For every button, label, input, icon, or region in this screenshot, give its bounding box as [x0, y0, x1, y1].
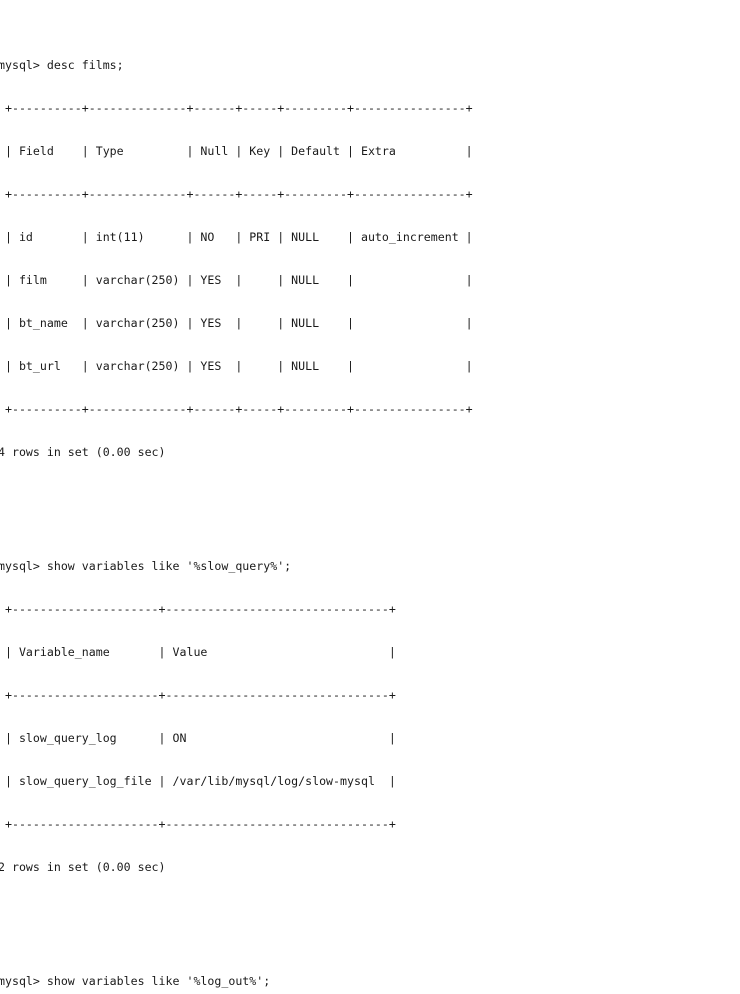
table-row: | bt_url | varchar(250) | YES | | NULL |… [0, 358, 473, 373]
command-prompt-line: mysql> desc films; [0, 58, 124, 73]
blank-line [0, 903, 740, 917]
table-border-bottom: +---------------------+-----------------… [0, 816, 396, 831]
command-prompt-line: mysql> show variables like '%log_out%'; [0, 974, 271, 989]
table-row: | slow_query_log_file | /var/lib/mysql/l… [0, 773, 396, 788]
result-status-line: 2 rows in set (0.00 sec) [0, 859, 166, 874]
table-row: | bt_name | varchar(250) | YES | | NULL … [0, 315, 473, 330]
table-row: | slow_query_log | ON | [0, 730, 396, 745]
result-status-line: 4 rows in set (0.00 sec) [0, 444, 166, 459]
table-border-header: +----------+--------------+------+-----+… [0, 187, 473, 202]
table-header-row: | Field | Type | Null | Key | Default | … [0, 144, 473, 159]
command-prompt-line: mysql> show variables like '%slow_query%… [0, 559, 292, 574]
table-border-header: +---------------------+-----------------… [0, 688, 396, 702]
table-border-bottom: +----------+--------------+------+-----+… [0, 401, 473, 416]
table-border-top: +----------+--------------+------+-----+… [0, 101, 473, 116]
table-row: | id | int(11) | NO | PRI | NULL | auto_… [0, 230, 473, 244]
table-header-row: | Variable_name | Value | [0, 645, 396, 660]
blank-line [0, 488, 740, 502]
table-border-top: +---------------------+-----------------… [0, 602, 396, 617]
table-row: | film | varchar(250) | YES | | NULL | | [0, 272, 473, 287]
